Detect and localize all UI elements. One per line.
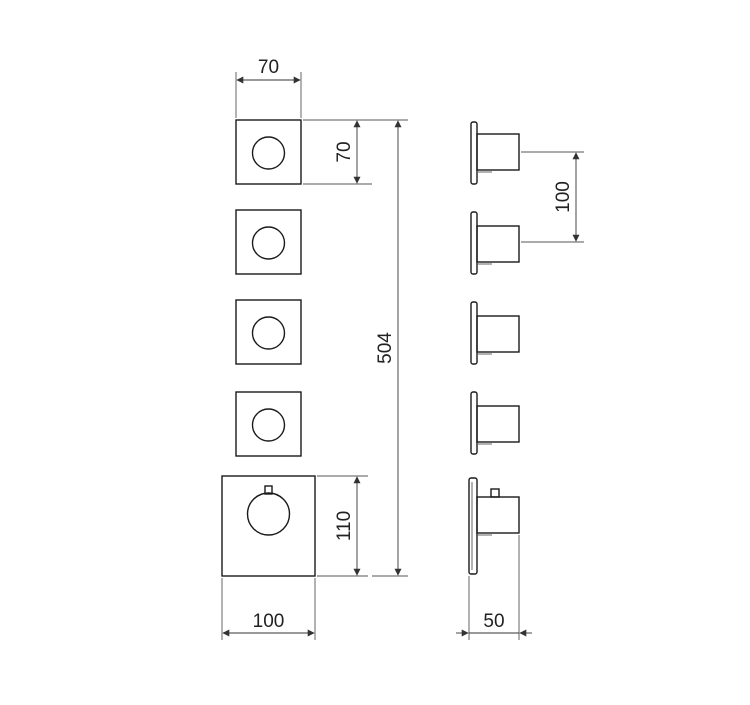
large-plate-height-label: 110 <box>334 511 355 541</box>
front-view <box>221 119 316 577</box>
side-depth-label: 50 <box>483 611 504 632</box>
dimension-large-plate-height: 110 <box>317 475 368 577</box>
side-module-thermostat <box>468 477 520 575</box>
small-plate-height-label: 70 <box>334 141 355 162</box>
dimension-small-plate-width: 70 <box>235 57 302 118</box>
dimension-total-height: 504 <box>372 119 408 577</box>
dimension-large-plate-width: 100 <box>221 578 316 640</box>
side-module-1 <box>470 121 520 185</box>
small-plate-2 <box>235 209 302 275</box>
dimension-side-depth: 50 <box>456 535 532 640</box>
small-plate-width-label: 70 <box>258 57 279 78</box>
small-plate-4 <box>235 391 302 457</box>
side-module-3 <box>470 301 520 365</box>
side-spacing-label: 100 <box>553 181 574 213</box>
side-module-4 <box>470 391 520 455</box>
large-plate-width-label: 100 <box>253 611 285 632</box>
small-plate-3 <box>235 299 302 365</box>
small-plate-1 <box>235 119 302 185</box>
dimension-small-plate-height: 70 <box>303 119 372 185</box>
side-module-2 <box>470 211 520 275</box>
dimension-side-spacing: 100 <box>521 151 584 243</box>
side-view <box>468 121 520 575</box>
total-height-label: 504 <box>375 332 396 364</box>
large-plate-thermostat <box>221 475 316 577</box>
